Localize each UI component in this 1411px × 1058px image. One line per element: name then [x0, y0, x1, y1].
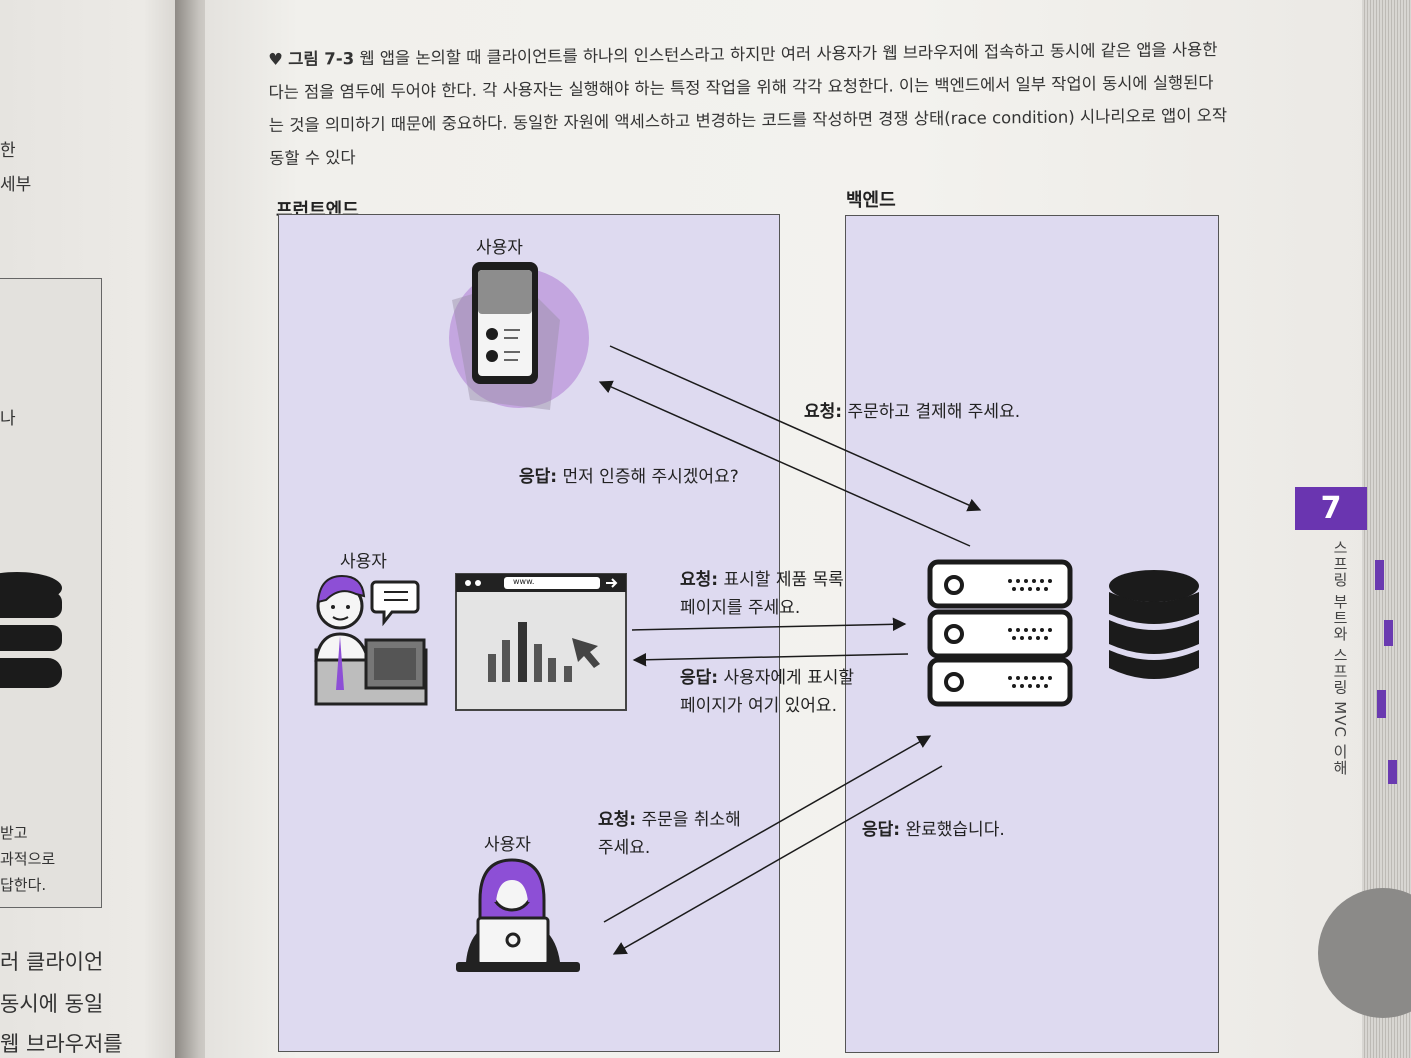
left-fragment: 웹 브라우저를: [0, 1032, 123, 1056]
left-fragment: 나: [0, 409, 16, 429]
top-request-message: 요청: 주문하고 결제해 주세요.: [804, 398, 1020, 426]
chapter-number-tab: 7: [1295, 487, 1367, 530]
message-key: 요청:: [598, 810, 637, 830]
message-text: 페이지가 여기 있어요.: [680, 696, 837, 716]
bottom-response-message: 응답: 완료했습니다.: [862, 816, 1005, 844]
mid-response-message: 응답: 사용자에게 표시할 페이지가 여기 있어요.: [680, 664, 854, 720]
message-arrows: [598, 345, 982, 955]
left-fragment: 과적으로: [0, 850, 56, 868]
message-text: 먼저 인증해 주시겠어요?: [562, 467, 739, 487]
edge-tab: [1384, 620, 1393, 646]
backend-label: 백엔드: [846, 190, 896, 211]
message-key: 요청:: [680, 570, 719, 590]
left-fragment: 러 클라이언: [0, 950, 104, 974]
database-icon: [0, 572, 62, 688]
left-fragment: 한: [0, 141, 16, 161]
browser-url: www.: [513, 577, 535, 586]
left-fragment: 받고: [0, 824, 28, 842]
left-fragment: 동시에 동일: [0, 992, 104, 1016]
message-key: 응답:: [862, 820, 901, 840]
database-icon: [1109, 570, 1199, 679]
message-key: 응답:: [680, 668, 719, 688]
laptop-user-icon: [456, 858, 580, 972]
user-label: 사용자: [340, 552, 387, 572]
phone-user-icon: [449, 262, 589, 410]
desk-user-icon: [314, 574, 428, 706]
top-response-message: 응답: 먼저 인증해 주시겠어요?: [519, 463, 739, 491]
message-key: 응답:: [519, 467, 558, 487]
edge-tab: [1377, 690, 1386, 718]
message-text: 주문을 취소해: [641, 810, 741, 830]
message-text: 주세요.: [598, 838, 651, 858]
left-page: 한 세부 나 받고 과적으로 답한다. 러 클라이언 동시에 동일 웹 브라우저…: [0, 0, 205, 1058]
message-text: 완료했습니다.: [905, 820, 1005, 840]
server-icon: [927, 559, 1073, 707]
page-edge: [1362, 0, 1411, 1058]
message-text: 페이지를 주세요.: [680, 598, 801, 618]
user-label: 사용자: [484, 835, 531, 855]
message-text: 표시할 제품 목록: [723, 570, 844, 590]
chapter-title: 스프링 부트와 스프링 MVC 이해: [1331, 540, 1349, 776]
edge-tab: [1375, 560, 1384, 590]
left-fragment: 답한다.: [0, 876, 47, 894]
message-text: 사용자에게 표시할: [723, 668, 855, 688]
left-fragment: 세부: [0, 175, 32, 195]
browser-window-icon: [455, 573, 627, 711]
user-label: 사용자: [476, 238, 523, 258]
bottom-request-message: 요청: 주문을 취소해 주세요.: [598, 806, 741, 862]
message-key: 요청:: [804, 402, 843, 422]
message-text: 주문하고 결제해 주세요.: [847, 402, 1021, 422]
edge-tab: [1388, 760, 1397, 784]
mid-request-message: 요청: 표시할 제품 목록 페이지를 주세요.: [680, 566, 844, 622]
